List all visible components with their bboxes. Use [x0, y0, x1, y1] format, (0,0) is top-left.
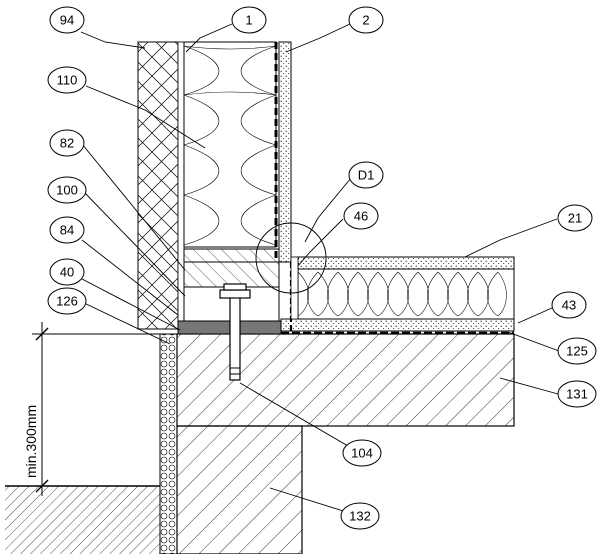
callout-84: 84 — [49, 216, 85, 244]
perimeter-insulation — [159, 333, 178, 554]
callout-46: 46 — [343, 202, 379, 230]
wall-board — [177, 41, 185, 330]
callout-1: 1 — [231, 6, 267, 34]
callout-110-text: 110 — [57, 73, 78, 88]
dimension-min-300mm: min.300mm — [23, 322, 160, 496]
floor-screed — [297, 256, 515, 270]
foundation-wall — [176, 425, 303, 554]
callout-82: 82 — [49, 129, 85, 157]
callout-d1-text: D1 — [358, 168, 375, 183]
callout-d1: D1 — [348, 161, 384, 189]
floor-leveling-layer — [280, 318, 515, 332]
callout-131: 131 — [557, 380, 597, 408]
anchor-bolt — [219, 283, 251, 381]
callout-1-text: 1 — [245, 13, 252, 28]
callout-40: 40 — [49, 258, 85, 286]
dimension-label: min.300mm — [23, 405, 39, 478]
callout-21: 21 — [557, 204, 593, 232]
wall-inner-board — [278, 41, 292, 263]
wall-exterior-insulation — [137, 41, 179, 330]
callout-110: 110 — [47, 66, 87, 94]
callout-40-text: 40 — [60, 265, 74, 280]
callout-2-text: 2 — [362, 13, 369, 28]
callout-104: 104 — [342, 439, 382, 467]
callout-46-text: 46 — [354, 209, 368, 224]
floor-insulation — [297, 268, 515, 320]
callout-21-text: 21 — [568, 211, 582, 226]
callout-125-text: 125 — [566, 344, 588, 359]
callout-126-text: 126 — [56, 294, 78, 309]
edge-strip — [290, 256, 299, 320]
callout-2: 2 — [348, 6, 384, 34]
callout-84-text: 84 — [60, 223, 74, 238]
wall-stud-insulation — [183, 41, 277, 248]
callout-100: 100 — [47, 176, 87, 204]
ground — [5, 485, 160, 554]
callout-100-text: 100 — [56, 183, 78, 198]
detail-circle-d1 — [255, 222, 327, 294]
callout-82-text: 82 — [60, 136, 74, 151]
callout-132: 132 — [340, 502, 380, 530]
callout-132-text: 132 — [349, 509, 371, 524]
callout-125: 125 — [557, 337, 597, 365]
callout-94-text: 94 — [60, 13, 74, 28]
callout-131-text: 131 — [566, 387, 588, 402]
callout-43: 43 — [551, 291, 587, 319]
callout-104-text: 104 — [351, 446, 373, 461]
callout-126: 126 — [47, 287, 87, 315]
concrete-slab — [176, 333, 515, 427]
callout-43-text: 43 — [562, 298, 576, 313]
callout-94: 94 — [49, 6, 85, 34]
leader-lines — [80, 23, 560, 516]
